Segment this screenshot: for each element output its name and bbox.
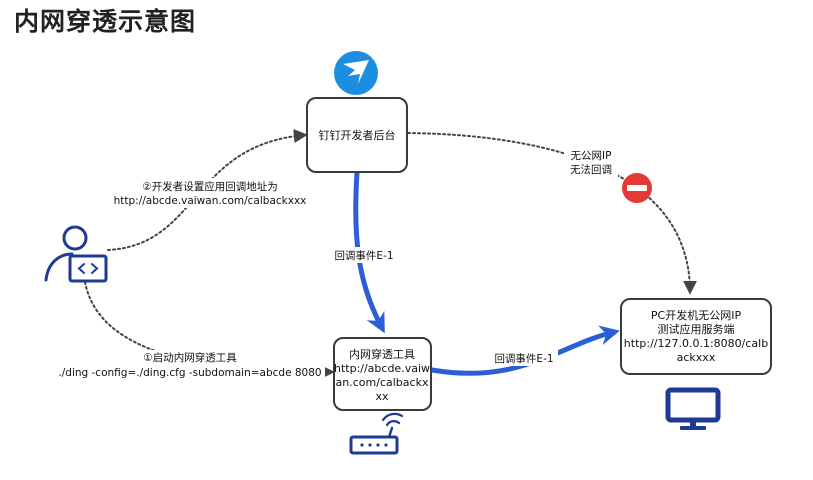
svg-text:回调事件E-1: 回调事件E-1 — [334, 249, 393, 262]
svg-text:测试应用服务端: 测试应用服务端 — [658, 322, 735, 336]
edge-label-start-tunnel: ①启动内网穿透工具 ./ding -config=./ding.cfg -sub… — [55, 350, 325, 380]
page-title: 内网穿透示意图 — [14, 7, 197, 36]
svg-text:an.com/calbackx: an.com/calbackx — [336, 376, 429, 389]
svg-text:http://abcde.vaiwan.com/calbac: http://abcde.vaiwan.com/calbackxxx — [114, 195, 307, 207]
edge-label-no-public-ip: 无公网IP 无法回调 — [564, 148, 618, 178]
computer-monitor-icon — [665, 387, 721, 430]
svg-text:http://abcde.vaiw: http://abcde.vaiw — [334, 362, 430, 375]
svg-text:ackxxx: ackxxx — [677, 351, 716, 364]
edge-label-setup-callback: ②开发者设置应用回调地址为 http://abcde.vaiwan.com/ca… — [110, 178, 310, 208]
svg-text:②开发者设置应用回调地址为: ②开发者设置应用回调地址为 — [142, 180, 277, 193]
svg-text:http://127.0.0.1:8080/calb: http://127.0.0.1:8080/calb — [624, 337, 768, 350]
svg-text:./ding -config=./ding.cfg -sub: ./ding -config=./ding.cfg -subdomain=abc… — [58, 367, 321, 379]
developer-person-icon — [44, 225, 108, 283]
edge-label-callback-right: 回调事件E-1 — [490, 350, 558, 366]
node-backend: 钉钉开发者后台 — [306, 97, 408, 173]
svg-text:回调事件E-1: 回调事件E-1 — [494, 352, 553, 365]
wifi-router-icon — [349, 412, 404, 455]
svg-text:xx: xx — [375, 390, 389, 403]
svg-text:钉钉开发者后台: 钉钉开发者后台 — [319, 128, 396, 142]
edge-no-public-ip — [407, 132, 697, 295]
node-tunnel: 内网穿透工具 http://abcde.vaiw an.com/calbackx… — [333, 337, 432, 411]
no-entry-icon — [622, 173, 652, 203]
svg-text:无法回调: 无法回调 — [570, 163, 612, 176]
svg-text:①启动内网穿透工具: ①启动内网穿透工具 — [143, 351, 237, 364]
dingtalk-logo-icon — [334, 51, 378, 95]
edge-label-callback-down: 回调事件E-1 — [330, 247, 398, 263]
svg-text:PC开发机无公网IP: PC开发机无公网IP — [651, 308, 742, 322]
edge-callback-down — [353, 170, 385, 334]
node-dev-pc: PC开发机无公网IP 测试应用服务端 http://127.0.0.1:8080… — [620, 298, 772, 375]
svg-text:内网穿透工具: 内网穿透工具 — [349, 347, 415, 361]
svg-text:无公网IP: 无公网IP — [571, 150, 612, 162]
